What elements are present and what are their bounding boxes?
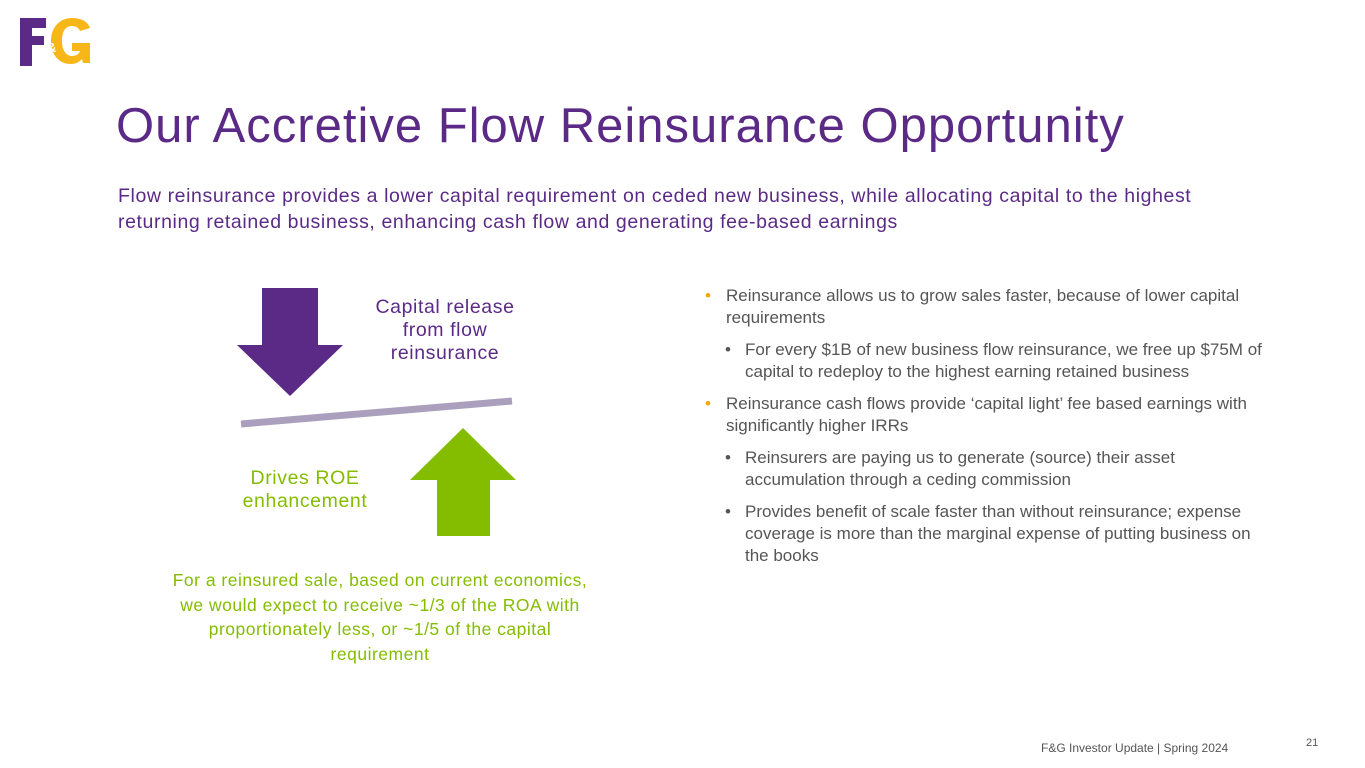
reinsured-sale-note: For a reinsured sale, based on current e… (172, 570, 588, 664)
drives-roe-label: Drives ROE enhancement (242, 467, 368, 512)
bullet-icon: • (705, 286, 711, 305)
sub-bullet-item: •For every $1B of new business flow rein… (725, 340, 1262, 381)
subtitle: Flow reinsurance provides a lower capita… (118, 185, 1192, 233)
page-title: Our Accretive Flow Reinsurance Opportuni… (116, 99, 1125, 153)
arrow-down-icon (237, 288, 343, 396)
bullet-icon: • (725, 340, 731, 359)
arrow-up-icon (410, 428, 516, 536)
bullet-item: •Reinsurance cash flows provide ‘capital… (705, 394, 1247, 435)
bullet-icon: • (725, 502, 731, 521)
bullet-icon: • (705, 394, 711, 413)
bullet-list: •Reinsurance allows us to grow sales fas… (705, 285, 1265, 577)
fg-logo: & (20, 18, 90, 66)
capital-release-label: Capital release from flow reinsurance (375, 296, 515, 364)
balance-beam (240, 397, 513, 428)
sub-bullet-item: •Reinsurers are paying us to generate (s… (725, 448, 1175, 489)
sub-bullet-item: •Provides benefit of scale faster than w… (725, 502, 1251, 565)
page-number: 21 (1306, 737, 1319, 749)
footer-text: F&G Investor Update | Spring 2024 (1041, 741, 1229, 755)
bullet-item: •Reinsurance allows us to grow sales fas… (705, 286, 1240, 327)
svg-text:&: & (47, 40, 56, 55)
bullet-icon: • (725, 448, 731, 467)
